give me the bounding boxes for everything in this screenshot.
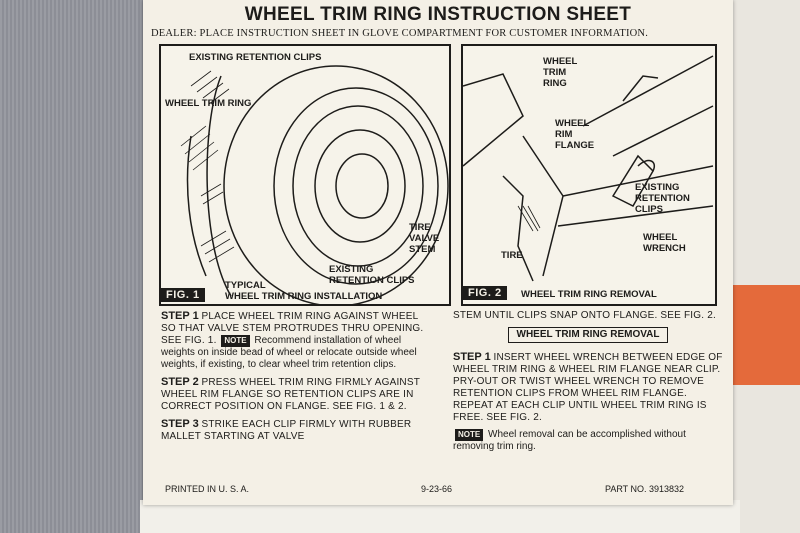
label-retention: RETENTION (635, 193, 690, 204)
label-wheel: WHEEL (543, 56, 578, 67)
label-flange: FLANGE (555, 140, 595, 151)
wheel-trim-ring-illustration (180, 65, 449, 304)
step-3-label: STEP 3 (161, 418, 199, 430)
printed-in-usa: PRINTED IN U. S. A. (165, 484, 250, 494)
removal-heading: WHEEL TRIM RING REMOVAL (508, 327, 668, 343)
label-valve: VALVE (409, 233, 440, 244)
label-wrench: WRENCH (643, 243, 686, 254)
removal-step-1-text: INSERT WHEEL WRENCH BETWEEN EDGE OF WHEE… (453, 352, 723, 423)
label-existing: EXISTING (635, 182, 680, 193)
print-date: 9-23-66 (421, 484, 453, 494)
label-existing: EXISTING (329, 264, 374, 275)
label-existing-retention-clips: EXISTING RETENTION CLIPS (189, 52, 322, 63)
step-1-label: STEP 1 (161, 310, 199, 322)
background-fabric (0, 0, 150, 533)
removal-step-1-label: STEP 1 (453, 351, 491, 363)
step-2: STEP 2 PRESS WHEEL TRIM RING FIRMLY AGAI… (161, 376, 429, 413)
fig1-caption: WHEEL TRIM RING INSTALLATION (225, 291, 383, 302)
label-rim: RIM (555, 129, 573, 140)
step-3-text: STRIKE EACH CLIP FIRMLY WITH RUBBER MALL… (161, 419, 412, 442)
step-1-note: Recommend installation of wheel weights … (161, 335, 417, 370)
part-number: PART NO. 3913832 (605, 484, 685, 494)
instruction-sheet: WHEEL TRIM RING INSTRUCTION SHEET DEALER… (143, 0, 733, 505)
label-wheel-wrench: WHEEL (643, 232, 678, 243)
label-trim: TRIM (543, 67, 567, 78)
step-2-label: STEP 2 (161, 376, 199, 388)
fig1-tag: FIG. 1 (161, 288, 205, 302)
fig2-tag: FIG. 2 (463, 286, 507, 300)
figure-1-panel: EXISTING RETENTION CLIPS WHEEL TRIM RING… (159, 44, 451, 306)
removal-note-text: Wheel removal can be accomplished withou… (453, 429, 686, 452)
label-wheel-rim: WHEEL (555, 118, 590, 129)
wheel-trim-ring-removal-illustration (463, 55, 714, 282)
label-stem: STEM (409, 244, 436, 255)
removal-note-badge: NOTE (455, 429, 484, 441)
step-2-text: PRESS WHEEL TRIM RING FIRMLY AGAINST WHE… (161, 377, 420, 412)
background-paper (720, 0, 800, 533)
label-clips: CLIPS (635, 204, 663, 215)
removal-note: NOTE Wheel removal can be accomplished w… (453, 429, 723, 453)
step-3-continued: STEM UNTIL CLIPS SNAP ONTO FLANGE. SEE F… (453, 310, 716, 321)
removal-step-1: STEP 1 INSERT WHEEL WRENCH BETWEEN EDGE … (453, 351, 723, 424)
step-1: STEP 1 PLACE WHEEL TRIM RING AGAINST WHE… (161, 310, 429, 371)
dealer-note: DEALER: PLACE INSTRUCTION SHEET IN GLOVE… (151, 28, 649, 39)
background-bottom-paper (140, 500, 740, 533)
fig2-caption: WHEEL TRIM RING REMOVAL (521, 289, 657, 300)
label-ring: RING (543, 78, 567, 89)
note-badge: NOTE (221, 335, 250, 347)
sheet-title: WHEEL TRIM RING INSTRUCTION SHEET (244, 4, 632, 25)
installation-steps: STEP 1 PLACE WHEEL TRIM RING AGAINST WHE… (161, 310, 429, 448)
step-1-text: PLACE WHEEL TRIM RING AGAINST WHEEL SO T… (161, 311, 424, 346)
label-retention-clips: RETENTION CLIPS (329, 275, 415, 286)
fig1-caption-typical: TYPICAL (225, 280, 266, 291)
removal-steps: STEM UNTIL CLIPS SNAP ONTO FLANGE. SEE F… (453, 310, 723, 458)
step-3: STEP 3 STRIKE EACH CLIP FIRMLY WITH RUBB… (161, 418, 429, 443)
background-orange-paper (728, 285, 800, 385)
label-tire: TIRE (501, 250, 523, 261)
figure-2-panel: WHEEL TRIM RING WHEEL RIM FLANGE EXISTIN… (461, 44, 717, 306)
label-wheel-trim-ring: WHEEL TRIM RING (165, 98, 252, 109)
label-tire: TIRE (409, 222, 431, 233)
